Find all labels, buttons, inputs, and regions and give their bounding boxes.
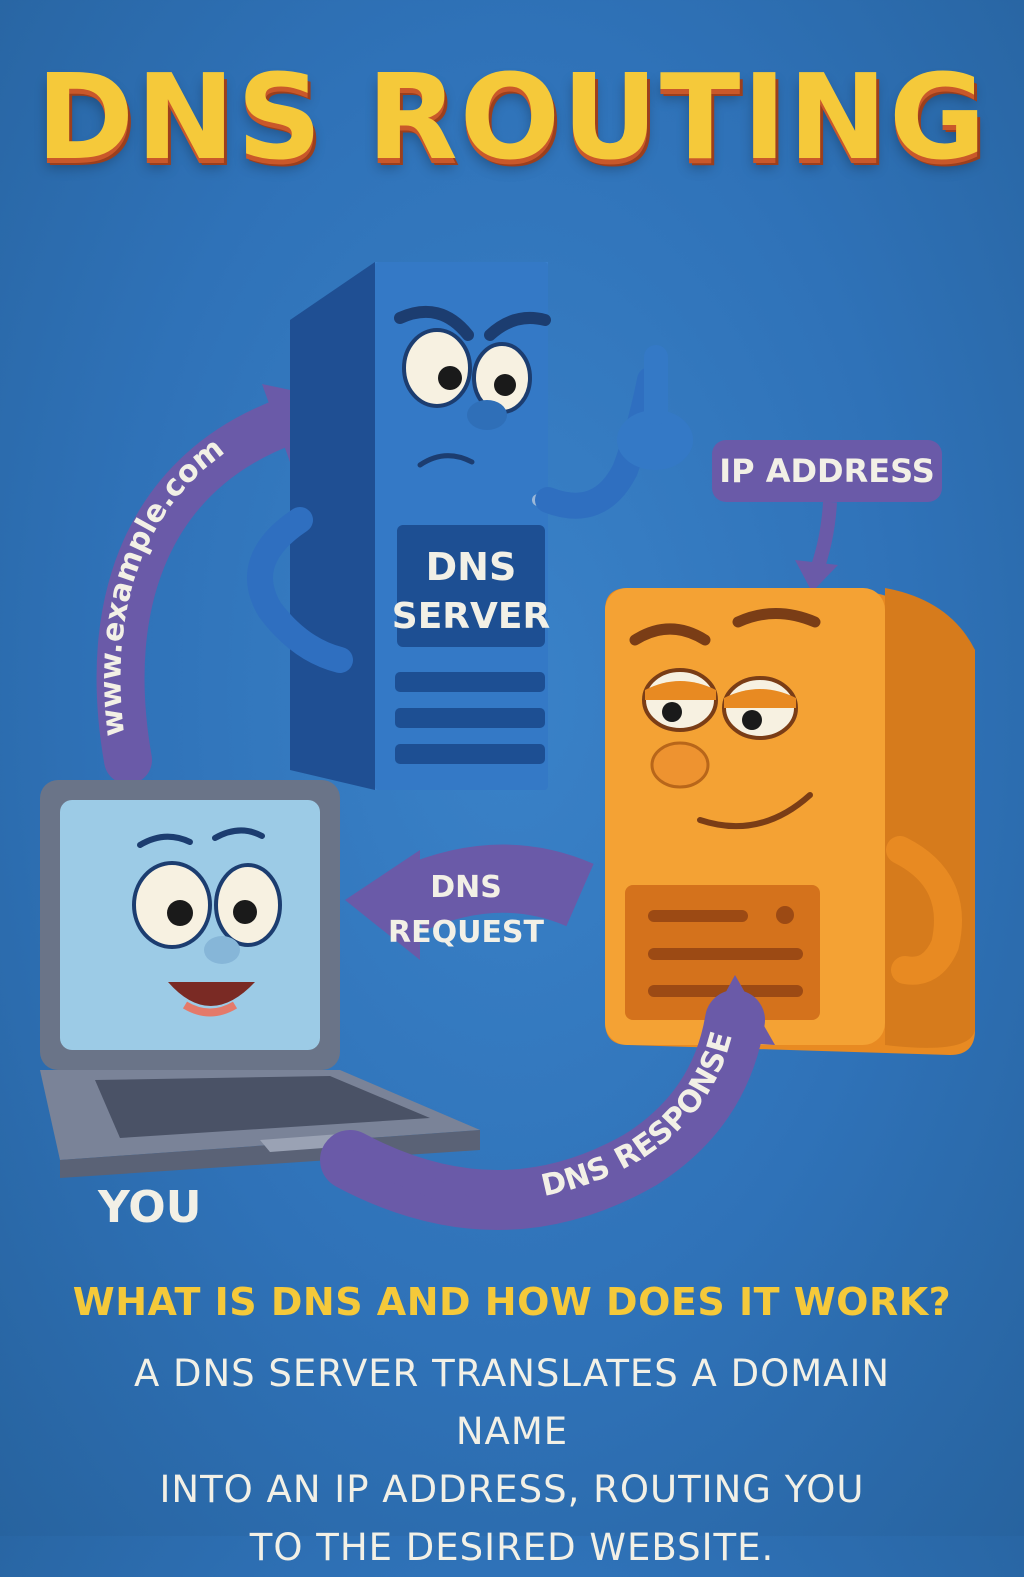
dns-request-arrow: DNS REQUEST: [345, 844, 594, 960]
page-title: DNS ROUTING: [36, 48, 988, 186]
dns-server-label-1: DNS: [426, 545, 517, 589]
dns-request-label-1: DNS: [430, 870, 502, 905]
dns-response-arrow: DNS RESPONSE: [320, 975, 775, 1230]
ip-address-label: IP ADDRESS: [719, 452, 935, 490]
laptop-character: [40, 780, 480, 1178]
ip-address-callout: IP ADDRESS: [712, 440, 942, 592]
description-line: INTO AN IP ADDRESS, ROUTING YOU: [159, 1468, 865, 1511]
web-server-character: [605, 588, 975, 1055]
dns-request-label-2: REQUEST: [388, 915, 545, 950]
dns-server-panel: [397, 525, 545, 647]
description: A DNS SERVER TRANSLATES A DOMAIN NAME IN…: [80, 1345, 944, 1577]
description-line: A DNS SERVER TRANSLATES A DOMAIN NAME: [133, 1352, 891, 1453]
dns-server-label-2: SERVER: [392, 596, 550, 637]
question-heading: WHAT IS DNS AND HOW DOES IT WORK?: [72, 1280, 952, 1324]
dns-server-character: DNS SERVER: [247, 262, 693, 790]
you-label: YOU: [97, 1182, 201, 1233]
description-line: TO THE DESIRED WEBSITE.: [249, 1526, 775, 1569]
diagram-canvas: www.example.com DNS SERVER IP ADDRESS: [40, 262, 975, 1233]
